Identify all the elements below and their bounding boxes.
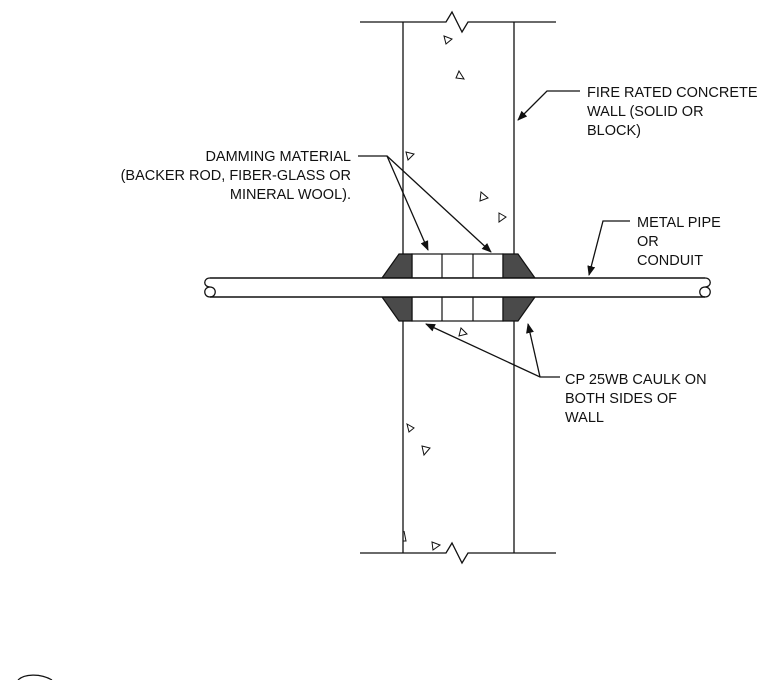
label-caulk: CP 25WB CAULK ON BOTH SIDES OF WALL bbox=[565, 372, 707, 426]
damming-leader-right bbox=[386, 155, 492, 253]
caulk-lower-left bbox=[380, 296, 413, 322]
caulk-leader-right bbox=[526, 323, 541, 378]
label-damming-line-1: DAMMING MATERIAL bbox=[205, 149, 351, 165]
caulk-upper-right bbox=[502, 253, 537, 279]
pipe-right-break bbox=[699, 277, 711, 298]
label-pipe-line-3: CONDUIT bbox=[637, 253, 703, 269]
label-pipe-line-2: OR bbox=[637, 234, 659, 250]
pipe-left-break bbox=[204, 277, 216, 298]
label-wall: FIRE RATED CONCRETE WALL (SOLID OR BLOCK… bbox=[587, 85, 758, 139]
label-damming-line-2: (BACKER ROD, FIBER-GLASS OR bbox=[121, 168, 351, 184]
label-pipe: METAL PIPE OR CONDUIT bbox=[637, 215, 721, 269]
detail-callout-bubble bbox=[17, 674, 53, 680]
caulk-upper-left bbox=[380, 253, 413, 279]
label-damming-line-3: MINERAL WOOL). bbox=[230, 187, 351, 203]
wall-top-break-line bbox=[360, 10, 556, 34]
label-caulk-line-2: BOTH SIDES OF bbox=[565, 391, 677, 407]
label-caulk-line-1: CP 25WB CAULK ON bbox=[565, 372, 707, 388]
damming-material-upper bbox=[411, 253, 504, 279]
leader-lines bbox=[358, 90, 630, 378]
damming-material-lower bbox=[411, 296, 504, 322]
label-caulk-line-3: WALL bbox=[565, 410, 604, 426]
wall-bottom-break-line bbox=[360, 541, 556, 565]
label-wall-line-1: FIRE RATED CONCRETE bbox=[587, 85, 758, 101]
label-pipe-line-1: METAL PIPE bbox=[637, 215, 721, 231]
label-damming: DAMMING MATERIAL (BACKER ROD, FIBER-GLAS… bbox=[121, 149, 351, 203]
label-wall-line-2: WALL (SOLID OR bbox=[587, 104, 704, 120]
pipe-leader bbox=[587, 220, 630, 276]
label-wall-line-3: BLOCK) bbox=[587, 123, 641, 139]
damming-leader-left bbox=[358, 155, 429, 251]
caulk-lower-right bbox=[502, 296, 537, 322]
caulk-leader-left bbox=[425, 323, 560, 378]
metal-pipe bbox=[204, 277, 711, 298]
concrete-aggregate-marks bbox=[403, 35, 507, 551]
wall-leader bbox=[517, 90, 580, 121]
